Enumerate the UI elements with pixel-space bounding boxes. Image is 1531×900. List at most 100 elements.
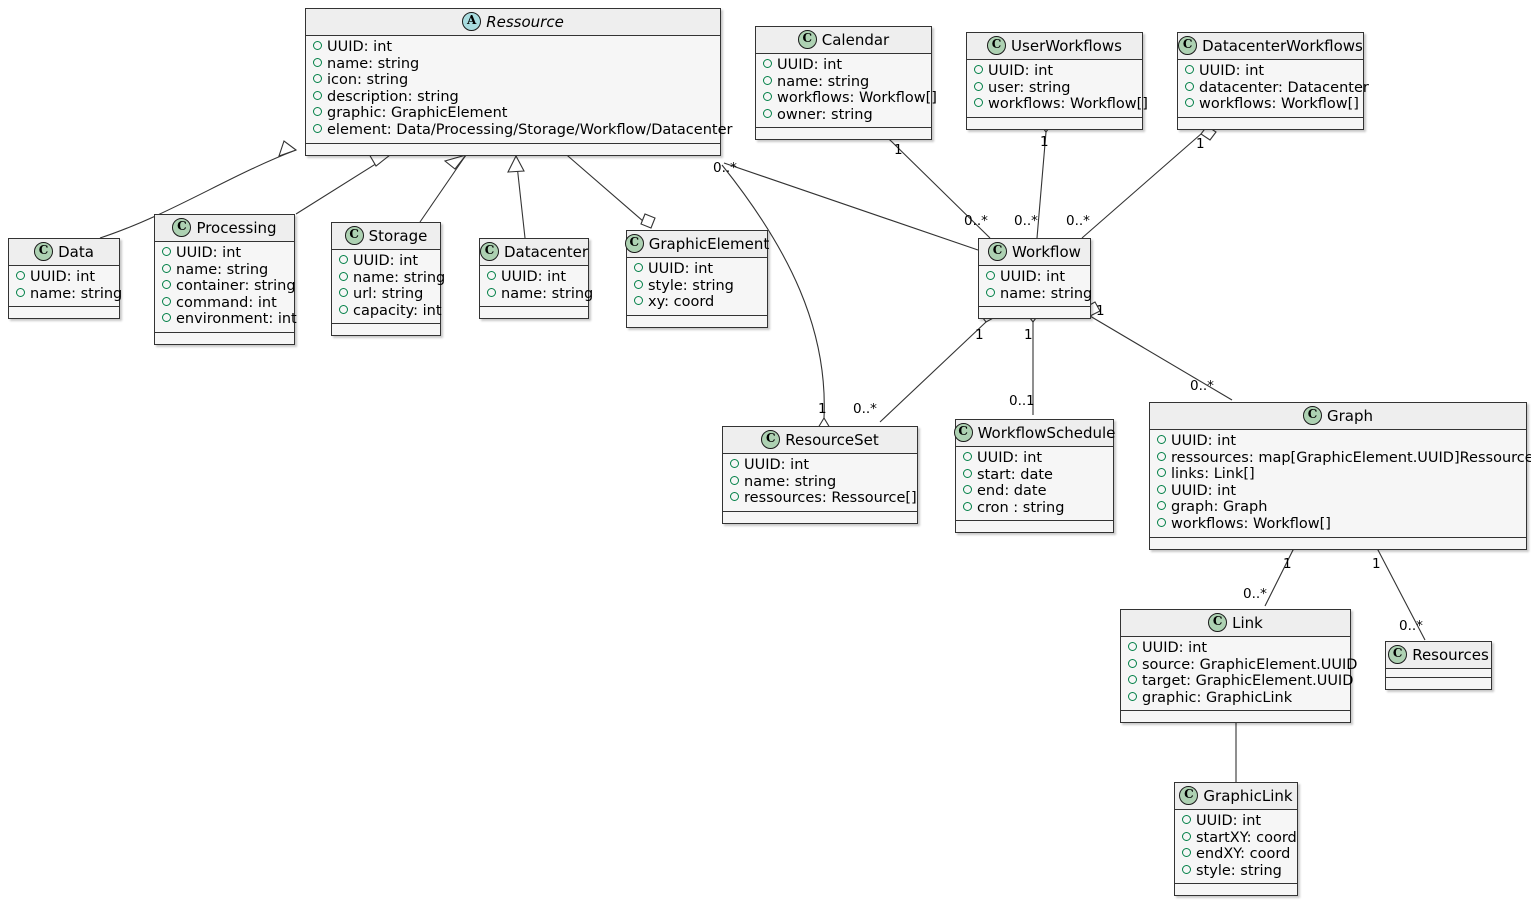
multiplicity-label: 0..1: [1009, 393, 1035, 409]
attribute-row: start: date: [963, 467, 1106, 484]
methods-compartment-graph: [1150, 537, 1526, 549]
attribute-text: graphic: GraphicElement: [327, 105, 508, 122]
methods-compartment-calendar: [756, 128, 931, 140]
attribute-text: name: string: [777, 73, 870, 90]
inheritance-arrow-data: [278, 140, 298, 157]
visibility-public-icon: [1182, 831, 1191, 841]
methods-compartment-data: [9, 307, 119, 319]
attribute-text: owner: string: [777, 106, 873, 123]
class-name-workflow: Workflow: [1012, 242, 1081, 261]
class-icon: C: [1178, 36, 1198, 55]
class-icon: C: [953, 423, 973, 442]
attribute-row: UUID: int: [763, 57, 924, 74]
visibility-public-icon: [634, 279, 643, 289]
attribute-row: workflows: Workflow[]: [763, 90, 937, 107]
visibility-public-icon: [313, 90, 322, 100]
class-name-data: Data: [58, 242, 94, 261]
class-name-workflowschedule: WorkflowSchedule: [977, 423, 1116, 442]
attribute-row: UUID: int: [730, 457, 910, 474]
attribute-row: startXY: coord: [1182, 830, 1297, 847]
methods-compartment-datacenter: [480, 307, 588, 319]
class-icon: C: [172, 218, 192, 237]
attribute-text: UUID: int: [744, 457, 810, 473]
edge-processing-ressource: [295, 154, 391, 215]
visibility-public-icon: [1128, 675, 1137, 685]
methods-compartment-workflow: [979, 307, 1090, 319]
attribute-text: workflows: Workflow[]: [777, 90, 937, 107]
multiplicity-label: 1: [894, 142, 903, 158]
visibility-public-icon: [974, 98, 983, 108]
class-name-processing: Processing: [196, 218, 277, 237]
visibility-public-icon: [16, 287, 25, 297]
attribute-row: style: string: [634, 278, 760, 295]
attribute-row: UUID: int: [986, 269, 1083, 286]
methods-compartment-workflowschedule: [956, 521, 1113, 533]
attribute-row: style: string: [1182, 863, 1290, 880]
visibility-public-icon: [730, 475, 739, 485]
edge-datacenter-ressource: [515, 155, 526, 239]
multiplicity-label: 1: [1040, 134, 1049, 150]
methods-compartment-storage: [332, 324, 440, 336]
visibility-public-icon: [162, 263, 171, 273]
multiplicity-label: 0..*: [1243, 586, 1267, 602]
attribute-text: endXY: coord: [1196, 846, 1291, 863]
attribute-text: name: string: [176, 261, 269, 278]
visibility-public-icon: [1185, 81, 1194, 91]
attribute-text: UUID: int: [977, 450, 1043, 466]
methods-compartment-graphiclink: [1175, 884, 1297, 896]
methods-compartment-graphicelement: [627, 315, 767, 327]
attribute-text: environment: int: [176, 311, 297, 328]
attribute-text: UUID: int: [1196, 813, 1262, 829]
visibility-public-icon: [986, 271, 995, 280]
class-icon: C: [479, 242, 499, 261]
visibility-public-icon: [1157, 517, 1166, 527]
visibility-public-icon: [313, 107, 322, 117]
attribute-text: name: string: [1000, 285, 1093, 302]
attribute-row: xy: coord: [634, 294, 760, 311]
attribute-text: UUID: int: [1000, 269, 1066, 285]
attribute-text: datacenter: Datacenter: [1199, 79, 1369, 96]
visibility-public-icon: [1128, 658, 1137, 668]
attribute-row: UUID: int: [313, 39, 713, 56]
attribute-row: UUID: int: [1157, 433, 1519, 450]
edge-storage-ressource: [419, 154, 467, 223]
attribute-text: UUID: int: [501, 269, 567, 285]
multiplicity-label: 0..*: [853, 401, 877, 417]
attribute-text: target: GraphicElement.UUID: [1142, 673, 1354, 690]
attribute-row: UUID: int: [1185, 63, 1356, 80]
class-name-resourceset: ResourceSet: [785, 430, 879, 449]
attribute-text: workflows: Workflow[]: [1199, 96, 1359, 113]
attribute-text: url: string: [353, 286, 424, 303]
visibility-public-icon: [1157, 501, 1166, 511]
attribute-row: description: string: [313, 89, 713, 106]
attribute-row: endXY: coord: [1182, 846, 1290, 863]
methods-compartment-resources: [1386, 678, 1491, 689]
attribute-row: UUID: int: [162, 245, 287, 262]
class-icon: C: [1302, 406, 1322, 425]
attribute-text: source: GraphicElement.UUID: [1142, 656, 1358, 673]
attribute-text: name: string: [30, 285, 123, 302]
